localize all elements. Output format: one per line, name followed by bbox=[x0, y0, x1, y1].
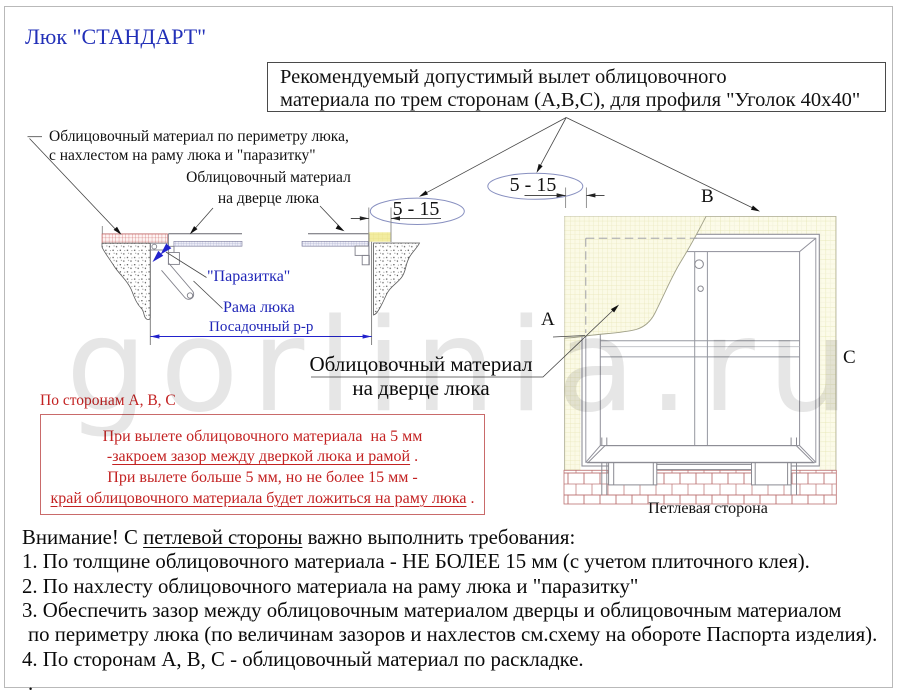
label-rama-luka: Рама люка bbox=[223, 298, 295, 316]
red-note-box: При вылете облицовочного материала на 5 … bbox=[40, 414, 485, 515]
label-hinge-side: Петлевая сторона bbox=[648, 500, 768, 517]
wall-section-middle bbox=[373, 242, 421, 316]
label-posadochny-razmer: Посадочный р-р bbox=[209, 319, 314, 335]
side-label-b: В bbox=[701, 186, 714, 207]
door-chamfer-lines bbox=[585, 237, 817, 463]
red-note-heading: По сторонам А, В, С bbox=[40, 391, 176, 409]
tile-band-right bbox=[819, 216, 836, 471]
red-note-line-4: край облицовочного материала будет ложит… bbox=[50, 489, 475, 507]
perimeter-tile-strip bbox=[101, 233, 168, 244]
dimension-value-1: 5 - 15 bbox=[392, 198, 440, 220]
section-detail-left bbox=[101, 226, 243, 345]
warning-item-4: 4. По сторонам А, В, С - облицовочный ма… bbox=[22, 647, 584, 671]
callout-ellipse-1 bbox=[350, 197, 465, 245]
warning-item-2: 2. По нахлесту облицовочного материала н… bbox=[22, 574, 639, 598]
page-border bbox=[4, 6, 893, 688]
parasitka-arrow-1 bbox=[160, 243, 172, 255]
leader-lines bbox=[27, 117, 759, 378]
leader-arrowheads bbox=[113, 163, 760, 313]
dimension-value-2: 5 - 15 bbox=[509, 173, 557, 196]
label-door-material-small: Облицовочный материал на дверце люка bbox=[186, 169, 351, 207]
door-hole-1 bbox=[694, 259, 704, 270]
overhang-highlight bbox=[368, 232, 391, 242]
watermark: gorlinia.ru bbox=[66, 292, 862, 441]
front-view-drawing bbox=[563, 215, 837, 505]
side-label-c: С bbox=[843, 347, 856, 368]
warning-stray-dot: . bbox=[28, 672, 34, 696]
door-facing-overlay bbox=[564, 216, 706, 339]
warning-item-3b: по периметру люка (по величинам зазоров … bbox=[28, 623, 878, 647]
wall-section-left bbox=[101, 242, 151, 321]
parasitka-arrow-2 bbox=[152, 250, 164, 262]
frame-profile-left bbox=[150, 233, 195, 300]
label-perimeter-material: Облицовочный материал по периметру люка,… bbox=[49, 127, 349, 164]
door-rails bbox=[600, 340, 800, 358]
page-title: Люк "СТАНДАРТ" bbox=[25, 24, 207, 49]
door-hole-2 bbox=[697, 285, 704, 292]
red-note-line-3: При вылете больше 5 мм, но не более 15 м… bbox=[107, 468, 418, 486]
door-facing-overlay-edge bbox=[564, 216, 707, 339]
warning-heading: Внимание! С петлевой стороны важно выпол… bbox=[22, 525, 576, 549]
red-note-line-2: -закроем зазор между дверкой люка и рамо… bbox=[106, 448, 419, 466]
warning-item-3: 3. Обеспечить зазор между облицовочным м… bbox=[22, 598, 842, 622]
warning-item-1: 1. По толщине облицовочного материала - … bbox=[22, 550, 810, 574]
recommendation-line-2: материала по трем сторонам (А,В,С), для … bbox=[280, 89, 861, 111]
door-stile bbox=[694, 251, 708, 446]
warning-block: Внимание! С петлевой стороны важно выпол… bbox=[22, 526, 877, 697]
hinge-hardware bbox=[586, 437, 815, 496]
label-door-material-big: Облицовочный материал на дверце люка bbox=[309, 351, 533, 400]
red-note-line-1: При вылете облицовочного материала на 5 … bbox=[102, 427, 423, 445]
side-label-a: А bbox=[541, 309, 555, 330]
recommendation-line-1: Рекомендуемый допустимый вылет облицовоч… bbox=[280, 66, 727, 88]
hinge-side-brick-band bbox=[563, 469, 837, 505]
door-facing-strip-left bbox=[173, 241, 243, 247]
callout-ellipse-2 bbox=[487, 172, 605, 208]
label-parasitka: "Паразитка" bbox=[207, 267, 291, 285]
recommendation-box: Рекомендуемый допустимый вылет облицовоч… bbox=[267, 62, 886, 112]
frame-profile-middle bbox=[354, 233, 370, 266]
posadochny-dimension bbox=[150, 334, 372, 339]
door-facing-strip-middle bbox=[301, 241, 369, 247]
